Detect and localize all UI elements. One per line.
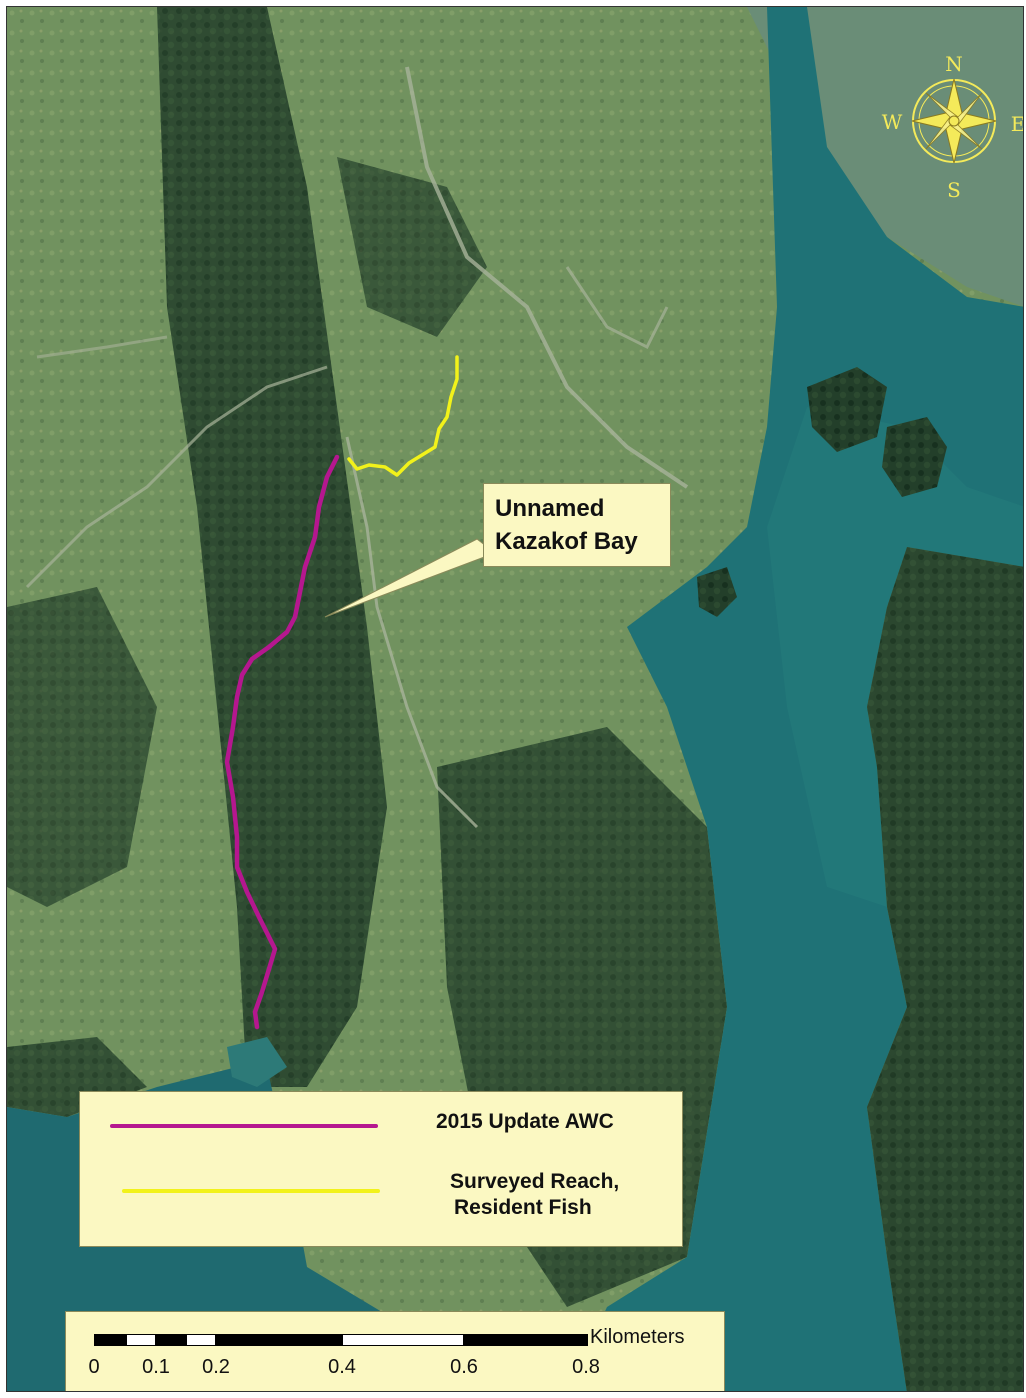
stream-name-callout: Unnamed Kazakof Bay	[483, 483, 671, 567]
scale-segment	[464, 1334, 588, 1346]
scale-segment	[94, 1334, 126, 1346]
trail	[345, 436, 479, 829]
scale-tick-label: 0.4	[328, 1356, 356, 1378]
legend-label-surveyed-line-2: Resident Fish	[454, 1196, 592, 1219]
compass-west-label: W	[882, 110, 903, 134]
trail	[36, 335, 168, 359]
legend-swatch-surveyed	[122, 1189, 380, 1193]
awc-stream-line	[224, 454, 340, 1030]
surveyed-reach-line	[347, 355, 459, 477]
scale-tick-label: 0.8	[572, 1356, 600, 1378]
scale-segment	[216, 1334, 342, 1346]
compass-south-label: S	[947, 178, 961, 202]
forest-patch	[157, 7, 387, 1087]
trail	[25, 365, 328, 589]
scale-tick-label: 0.2	[202, 1356, 230, 1378]
scale-unit-label: Kilometers	[590, 1326, 685, 1348]
scale-segment	[126, 1334, 156, 1346]
scale-segment	[342, 1334, 464, 1346]
legend-label-awc: 2015 Update AWC	[436, 1110, 614, 1133]
scale-segment	[186, 1334, 216, 1346]
scale-segment	[156, 1334, 186, 1346]
compass-rose: N S W E	[882, 52, 1024, 202]
forest-patch	[337, 157, 487, 337]
scale-tick-label: 0	[88, 1356, 100, 1378]
callout-line-1: Unnamed	[495, 495, 605, 522]
forest-patch	[7, 587, 157, 907]
legend-swatch-awc	[110, 1124, 378, 1128]
scale-bar: Kilometers 0 0.1 0.2 0.4 0.6 0.8	[65, 1311, 725, 1391]
island	[882, 417, 947, 497]
island	[807, 367, 887, 452]
callout-line-2: Kazakof Bay	[495, 528, 638, 555]
trail	[405, 66, 689, 489]
compass-north-label: N	[945, 52, 963, 76]
trail	[565, 266, 669, 350]
legend-label-surveyed-line-1: Surveyed Reach,	[450, 1170, 620, 1193]
map-frame[interactable]: N S W E Unnamed Kazakof Bay 2015 Update …	[6, 6, 1024, 1392]
scale-tick-label: 0.1	[142, 1356, 170, 1378]
aerial-imagery: N S W E	[7, 7, 1024, 1391]
scale-tick-label: 0.6	[450, 1356, 478, 1378]
island	[697, 567, 737, 617]
forest-patch	[867, 547, 1023, 1391]
compass-east-label: E	[1011, 112, 1024, 136]
bay-water-deep	[767, 407, 1023, 907]
inlet-water	[227, 1037, 287, 1087]
map-legend: 2015 Update AWC Surveyed Reach, Resident…	[79, 1091, 683, 1247]
